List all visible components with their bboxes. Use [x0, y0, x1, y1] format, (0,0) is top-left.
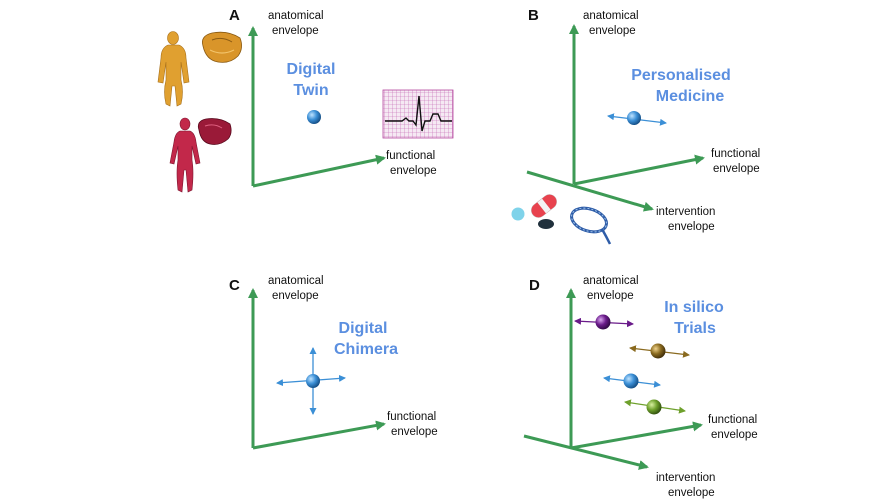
panel-d-intervention-label-1: intervention — [656, 472, 715, 484]
pill-dark-icon — [538, 219, 554, 229]
panel-a-functional-axis — [252, 154, 386, 188]
panel-d-concept-line-2: Trials — [674, 320, 716, 337]
panel-c-concept-line-2: Chimera — [334, 341, 398, 358]
female-body-orange-icon — [157, 31, 190, 107]
panel-c-functional-axis — [252, 420, 386, 450]
panel-b-intervention-label-2: envelope — [668, 221, 715, 233]
panel-b: B anatomical envelope functional envelop… — [511, 7, 760, 245]
panel-b-letter: B — [528, 7, 539, 24]
panel-b-functional-label-2: envelope — [713, 163, 760, 175]
panel-a-anatomical-label-1: anatomical — [268, 10, 324, 22]
heart-red-icon — [197, 118, 232, 145]
panel-a-concept-line-1: Digital — [287, 61, 336, 78]
panel-d-letter: D — [529, 277, 540, 294]
panel-c-functional-label-2: envelope — [391, 426, 438, 438]
panel-a-concept-line-2: Twin — [293, 82, 328, 99]
panel-d-anatomical-label-1: anatomical — [583, 275, 639, 287]
panel-c-functional-label-1: functional — [387, 411, 436, 423]
panel-d-functional-label-1: functional — [708, 414, 757, 426]
panel-b-concept-line-1: Personalised — [631, 67, 731, 84]
panel-d-brown-patient-point — [650, 343, 666, 359]
female-body-red-icon — [169, 117, 201, 193]
panel-a-letter: A — [229, 7, 240, 24]
stent-icon — [570, 206, 612, 245]
panel-a-functional-label-2: envelope — [390, 165, 437, 177]
panel-d-intervention-label-2: envelope — [668, 487, 715, 499]
ecg-strip-icon — [382, 89, 454, 139]
panel-c-patient-point — [306, 374, 320, 388]
panel-b-concept-line-2: Medicine — [656, 88, 725, 105]
panel-a-functional-label-1: functional — [386, 150, 435, 162]
panel-b-patient-point — [627, 111, 641, 125]
panel-d-green-patient-point — [646, 399, 662, 415]
panel-b-intervention-axis — [526, 170, 654, 212]
panel-d-functional-axis — [570, 421, 703, 450]
panel-c: C anatomical envelope functional envelop… — [229, 275, 438, 450]
panel-d: D anatomical envelope functional envelop… — [523, 275, 758, 499]
panel-d-concept-line-1: In silico — [664, 299, 724, 316]
panel-b-functional-axis — [573, 154, 705, 186]
panel-d-purple-patient-point — [595, 314, 611, 330]
panel-c-anatomical-label-1: anatomical — [268, 275, 324, 287]
panel-d-intervention-axis — [523, 434, 649, 470]
panel-c-letter: C — [229, 277, 240, 294]
panel-d-functional-label-2: envelope — [711, 429, 758, 441]
capsule-icon — [531, 194, 557, 218]
pill-icon — [511, 207, 525, 221]
panel-a-anatomical-label-2: envelope — [272, 25, 319, 37]
panel-b-anatomical-label-2: envelope — [589, 25, 636, 37]
heart-orange-icon — [202, 31, 242, 63]
panel-c-concept-line-1: Digital — [339, 320, 388, 337]
panel-c-anatomical-label-2: envelope — [272, 290, 319, 302]
panel-a-patient-point — [307, 110, 321, 124]
panel-b-functional-label-1: functional — [711, 148, 760, 160]
panel-d-anatomical-label-2: envelope — [587, 290, 634, 302]
panel-a: A anatomical envelope functional envelop… — [157, 7, 454, 193]
panel-d-blue-patient-point — [623, 373, 639, 389]
panel-b-anatomical-label-1: anatomical — [583, 10, 639, 22]
panel-b-intervention-label-1: intervention — [656, 206, 715, 218]
